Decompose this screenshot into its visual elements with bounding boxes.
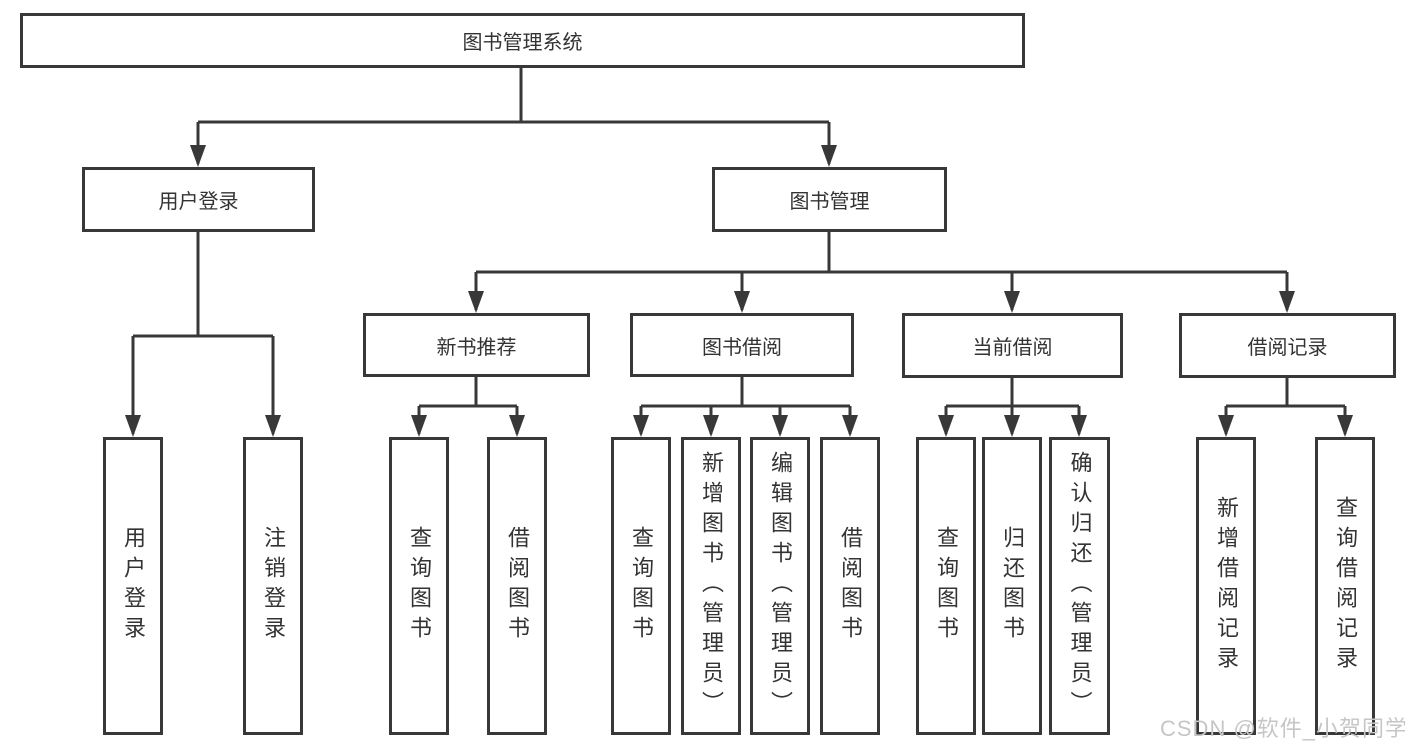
connector-borrow-records-to-leaves: [1224, 377, 1347, 434]
leaf-current-query-books: 查询图书: [916, 437, 976, 735]
arrow-down-icon: [703, 415, 719, 437]
node-user-login-label: 用户登录: [158, 191, 239, 213]
arrow-down-icon: [265, 415, 281, 437]
node-book-management: 图书管理: [712, 167, 947, 232]
arrow-down-icon: [938, 415, 954, 437]
leaf-borrow-borrow-books: 借阅图书: [820, 437, 880, 735]
leaf-recommend-query-books: 查询图书: [389, 437, 449, 735]
arrow-down-icon: [468, 291, 484, 313]
arrow-down-icon: [125, 415, 141, 437]
leaf-recommend-borrow-books-label: 借阅图书: [505, 526, 530, 646]
connector-book-management-to-level3: [474, 232, 1289, 310]
leaf-borrow-add-books-admin: 新增图书（管理员）: [681, 437, 741, 735]
leaf-current-return-books-label: 归还图书: [1000, 526, 1025, 646]
arrow-down-icon: [821, 145, 837, 167]
leaf-borrow-add-books-admin-label: 新增图书（管理员）: [699, 451, 724, 721]
leaf-borrow-borrow-books-label: 借阅图书: [838, 526, 863, 646]
leaf-current-confirm-return-admin: 确认归还（管理员）: [1049, 437, 1110, 735]
leaf-current-return-books: 归还图书: [982, 437, 1042, 735]
csdn-watermark: CSDN @软件_小贺同学: [1160, 716, 1405, 741]
leaf-borrow-query-books: 查询图书: [611, 437, 671, 735]
arrow-down-icon: [1337, 415, 1353, 437]
leaf-borrow-query-books-label: 查询图书: [629, 526, 654, 646]
leaf-current-confirm-return-admin-label: 确认归还（管理员）: [1067, 451, 1093, 721]
arrow-down-icon: [190, 145, 206, 167]
leaf-recommend-query-books-label: 查询图书: [407, 526, 432, 646]
leaf-logout-label: 注销登录: [261, 526, 286, 646]
connector-root-to-level2: [196, 68, 831, 164]
arrow-down-icon: [1279, 291, 1295, 313]
arrow-down-icon: [509, 415, 525, 437]
leaf-borrow-edit-books-admin: 编辑图书（管理员）: [750, 437, 810, 735]
arrow-down-icon: [734, 291, 750, 313]
node-borrowing-records: 借阅记录: [1179, 313, 1396, 378]
node-current-borrowing: 当前借阅: [902, 313, 1123, 378]
node-current-borrowing-label: 当前借阅: [972, 337, 1053, 359]
leaf-records-query-record-label: 查询借阅记录: [1333, 496, 1358, 676]
arrow-down-icon: [411, 415, 427, 437]
node-library-management-system: 图书管理系统: [20, 13, 1025, 68]
leaf-records-query-record: 查询借阅记录: [1315, 437, 1375, 735]
leaf-logout: 注销登录: [243, 437, 303, 735]
connector-book-borrow-to-leaves: [639, 377, 852, 434]
leaf-current-query-books-label: 查询图书: [934, 526, 959, 646]
node-user-login: 用户登录: [82, 167, 315, 232]
leaf-recommend-borrow-books: 借阅图书: [487, 437, 547, 735]
node-book-borrowing: 图书借阅: [630, 313, 854, 377]
node-borrowing-records-label: 借阅记录: [1247, 337, 1328, 359]
arrow-down-icon: [1004, 415, 1020, 437]
node-new-book-recommendation-label: 新书推荐: [436, 336, 517, 359]
leaf-user-login: 用户登录: [103, 437, 163, 735]
arrow-down-icon: [633, 415, 649, 437]
connector-new-book-to-leaves: [417, 377, 519, 434]
arrow-down-icon: [1218, 415, 1234, 437]
leaf-user-login-label: 用户登录: [121, 526, 146, 646]
arrow-down-icon: [1004, 291, 1020, 313]
leaf-borrow-edit-books-admin-label: 编辑图书（管理员）: [768, 451, 793, 721]
node-library-management-system-label: 图书管理系统: [462, 32, 583, 54]
node-book-borrowing-label: 图书借阅: [702, 336, 782, 359]
connector-user-login-to-leaves: [131, 232, 275, 434]
node-book-management-label: 图书管理: [789, 191, 870, 213]
arrow-down-icon: [842, 415, 858, 437]
leaf-records-add-record-label: 新增借阅记录: [1214, 496, 1239, 676]
leaf-records-add-record: 新增借阅记录: [1196, 437, 1256, 735]
arrow-down-icon: [1071, 415, 1087, 437]
node-new-book-recommendation: 新书推荐: [363, 313, 590, 377]
arrow-down-icon: [772, 415, 788, 437]
